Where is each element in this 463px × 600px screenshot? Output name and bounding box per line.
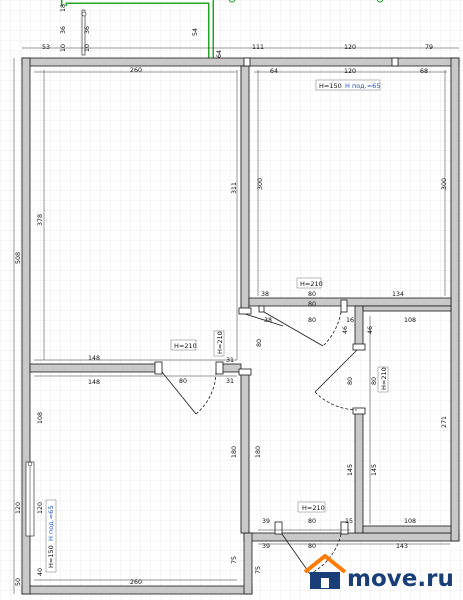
svg-text:145: 145 <box>347 464 354 476</box>
svg-text:31: 31 <box>226 357 234 364</box>
svg-text:108: 108 <box>404 518 416 525</box>
window-sill-room-b: H под.=65 <box>345 82 380 90</box>
bottom-dims: 39 80 15 39 80 143 <box>262 518 408 550</box>
svg-text:10: 10 <box>84 44 91 52</box>
window-left <box>25 461 35 537</box>
door-hall-top <box>238 307 342 376</box>
svg-text:108: 108 <box>404 317 416 324</box>
balcony <box>61 0 384 58</box>
svg-text:31: 31 <box>226 378 234 385</box>
svg-text:H=210: H=210 <box>174 342 197 350</box>
svg-text:18: 18 <box>60 4 67 12</box>
svg-text:50: 50 <box>15 578 22 586</box>
top-outer-dims: 53 111 120 79 <box>42 44 433 51</box>
svg-text:H=210: H=210 <box>216 331 224 354</box>
svg-text:80: 80 <box>308 317 316 324</box>
svg-text:180: 180 <box>231 446 238 458</box>
svg-text:148: 148 <box>88 379 100 386</box>
svg-text:H=210: H=210 <box>300 280 323 288</box>
svg-text:10: 10 <box>60 44 67 52</box>
svg-text:16: 16 <box>346 317 354 324</box>
window-height-room-b: H=150 <box>319 82 342 90</box>
svg-text:260: 260 <box>130 579 142 586</box>
svg-text:120: 120 <box>15 502 22 514</box>
svg-text:53: 53 <box>42 44 50 51</box>
window-height-room-c: H=150 <box>47 545 55 568</box>
svg-text:271: 271 <box>441 416 448 428</box>
house-logo-icon <box>303 554 347 589</box>
svg-text:15: 15 <box>345 518 353 525</box>
svg-text:120: 120 <box>344 44 356 51</box>
window-box-room-c: H=150 H под.=65 <box>45 499 57 573</box>
svg-text:311: 311 <box>231 182 238 194</box>
svg-text:64: 64 <box>216 50 223 58</box>
door-label-room-a: H=210 <box>170 339 197 351</box>
svg-text:39: 39 <box>262 543 270 550</box>
svg-text:120: 120 <box>37 502 44 514</box>
svg-text:143: 143 <box>396 543 408 550</box>
door-label-bottom: H=210 <box>297 501 326 513</box>
room-b-dims: 64 120 68 300 300 80 134 <box>257 68 448 298</box>
svg-text:36: 36 <box>84 26 91 34</box>
window-sill-room-c: H под.=65 <box>47 506 55 541</box>
room-c-dims: 148 108 180 180 260 120 50 40 120 75 75 <box>15 379 262 586</box>
svg-text:260: 260 <box>130 67 142 74</box>
svg-text:120: 120 <box>344 68 356 75</box>
svg-text:134: 134 <box>392 291 404 298</box>
svg-text:79: 79 <box>425 44 433 51</box>
svg-text:H=210: H=210 <box>302 504 325 512</box>
room-a-dims: 260 378 311 148 508 <box>15 67 238 362</box>
door-label-small-room: H=210 <box>377 366 389 393</box>
svg-text:80: 80 <box>347 377 354 385</box>
svg-text:80: 80 <box>179 378 187 385</box>
dimension-lines <box>13 47 459 594</box>
svg-text:46: 46 <box>367 326 374 334</box>
svg-text:80: 80 <box>308 291 316 298</box>
svg-text:80: 80 <box>256 339 263 347</box>
svg-text:38: 38 <box>261 291 269 298</box>
walls <box>21 57 460 595</box>
svg-text:300: 300 <box>257 178 264 190</box>
svg-text:378: 378 <box>37 214 44 226</box>
svg-text:80: 80 <box>308 518 316 525</box>
svg-text:54: 54 <box>192 28 199 36</box>
svg-text:111: 111 <box>252 44 264 51</box>
svg-text:145: 145 <box>371 464 378 476</box>
svg-text:180: 180 <box>255 446 262 458</box>
svg-text:80: 80 <box>308 301 316 308</box>
svg-text:508: 508 <box>15 252 22 264</box>
svg-text:75: 75 <box>231 556 238 564</box>
svg-text:68: 68 <box>420 68 428 75</box>
door-label-room-a-side: H=210 <box>213 330 225 357</box>
svg-text:40: 40 <box>37 568 44 576</box>
svg-text:75: 75 <box>255 566 262 574</box>
svg-text:148: 148 <box>88 355 100 362</box>
svg-text:300: 300 <box>441 178 448 190</box>
balcony-dims: 18 36 36 10 10 54 64 <box>60 4 223 58</box>
watermark-text: move.ru <box>347 566 454 592</box>
svg-text:108: 108 <box>37 412 44 424</box>
svg-text:46: 46 <box>342 326 349 334</box>
small-room-dims: 108 271 108 145 145 <box>347 317 448 525</box>
svg-text:36: 36 <box>60 26 67 34</box>
door-label-room-b: H=210 <box>296 277 323 289</box>
watermark: move.ru <box>303 554 454 592</box>
svg-text:38: 38 <box>264 317 272 324</box>
svg-text:H=210: H=210 <box>380 367 388 390</box>
svg-text:39: 39 <box>262 518 270 525</box>
svg-text:64: 64 <box>270 68 278 75</box>
door-room-a <box>154 361 224 415</box>
svg-text:80: 80 <box>371 377 378 385</box>
window-box-room-b: H=150 H под.=65 <box>315 79 380 91</box>
hall-dims: 38 38 80 80 46 46 16 31 31 80 80 80 80 <box>179 291 378 385</box>
svg-text:80: 80 <box>308 543 316 550</box>
door-small-room <box>314 343 366 415</box>
